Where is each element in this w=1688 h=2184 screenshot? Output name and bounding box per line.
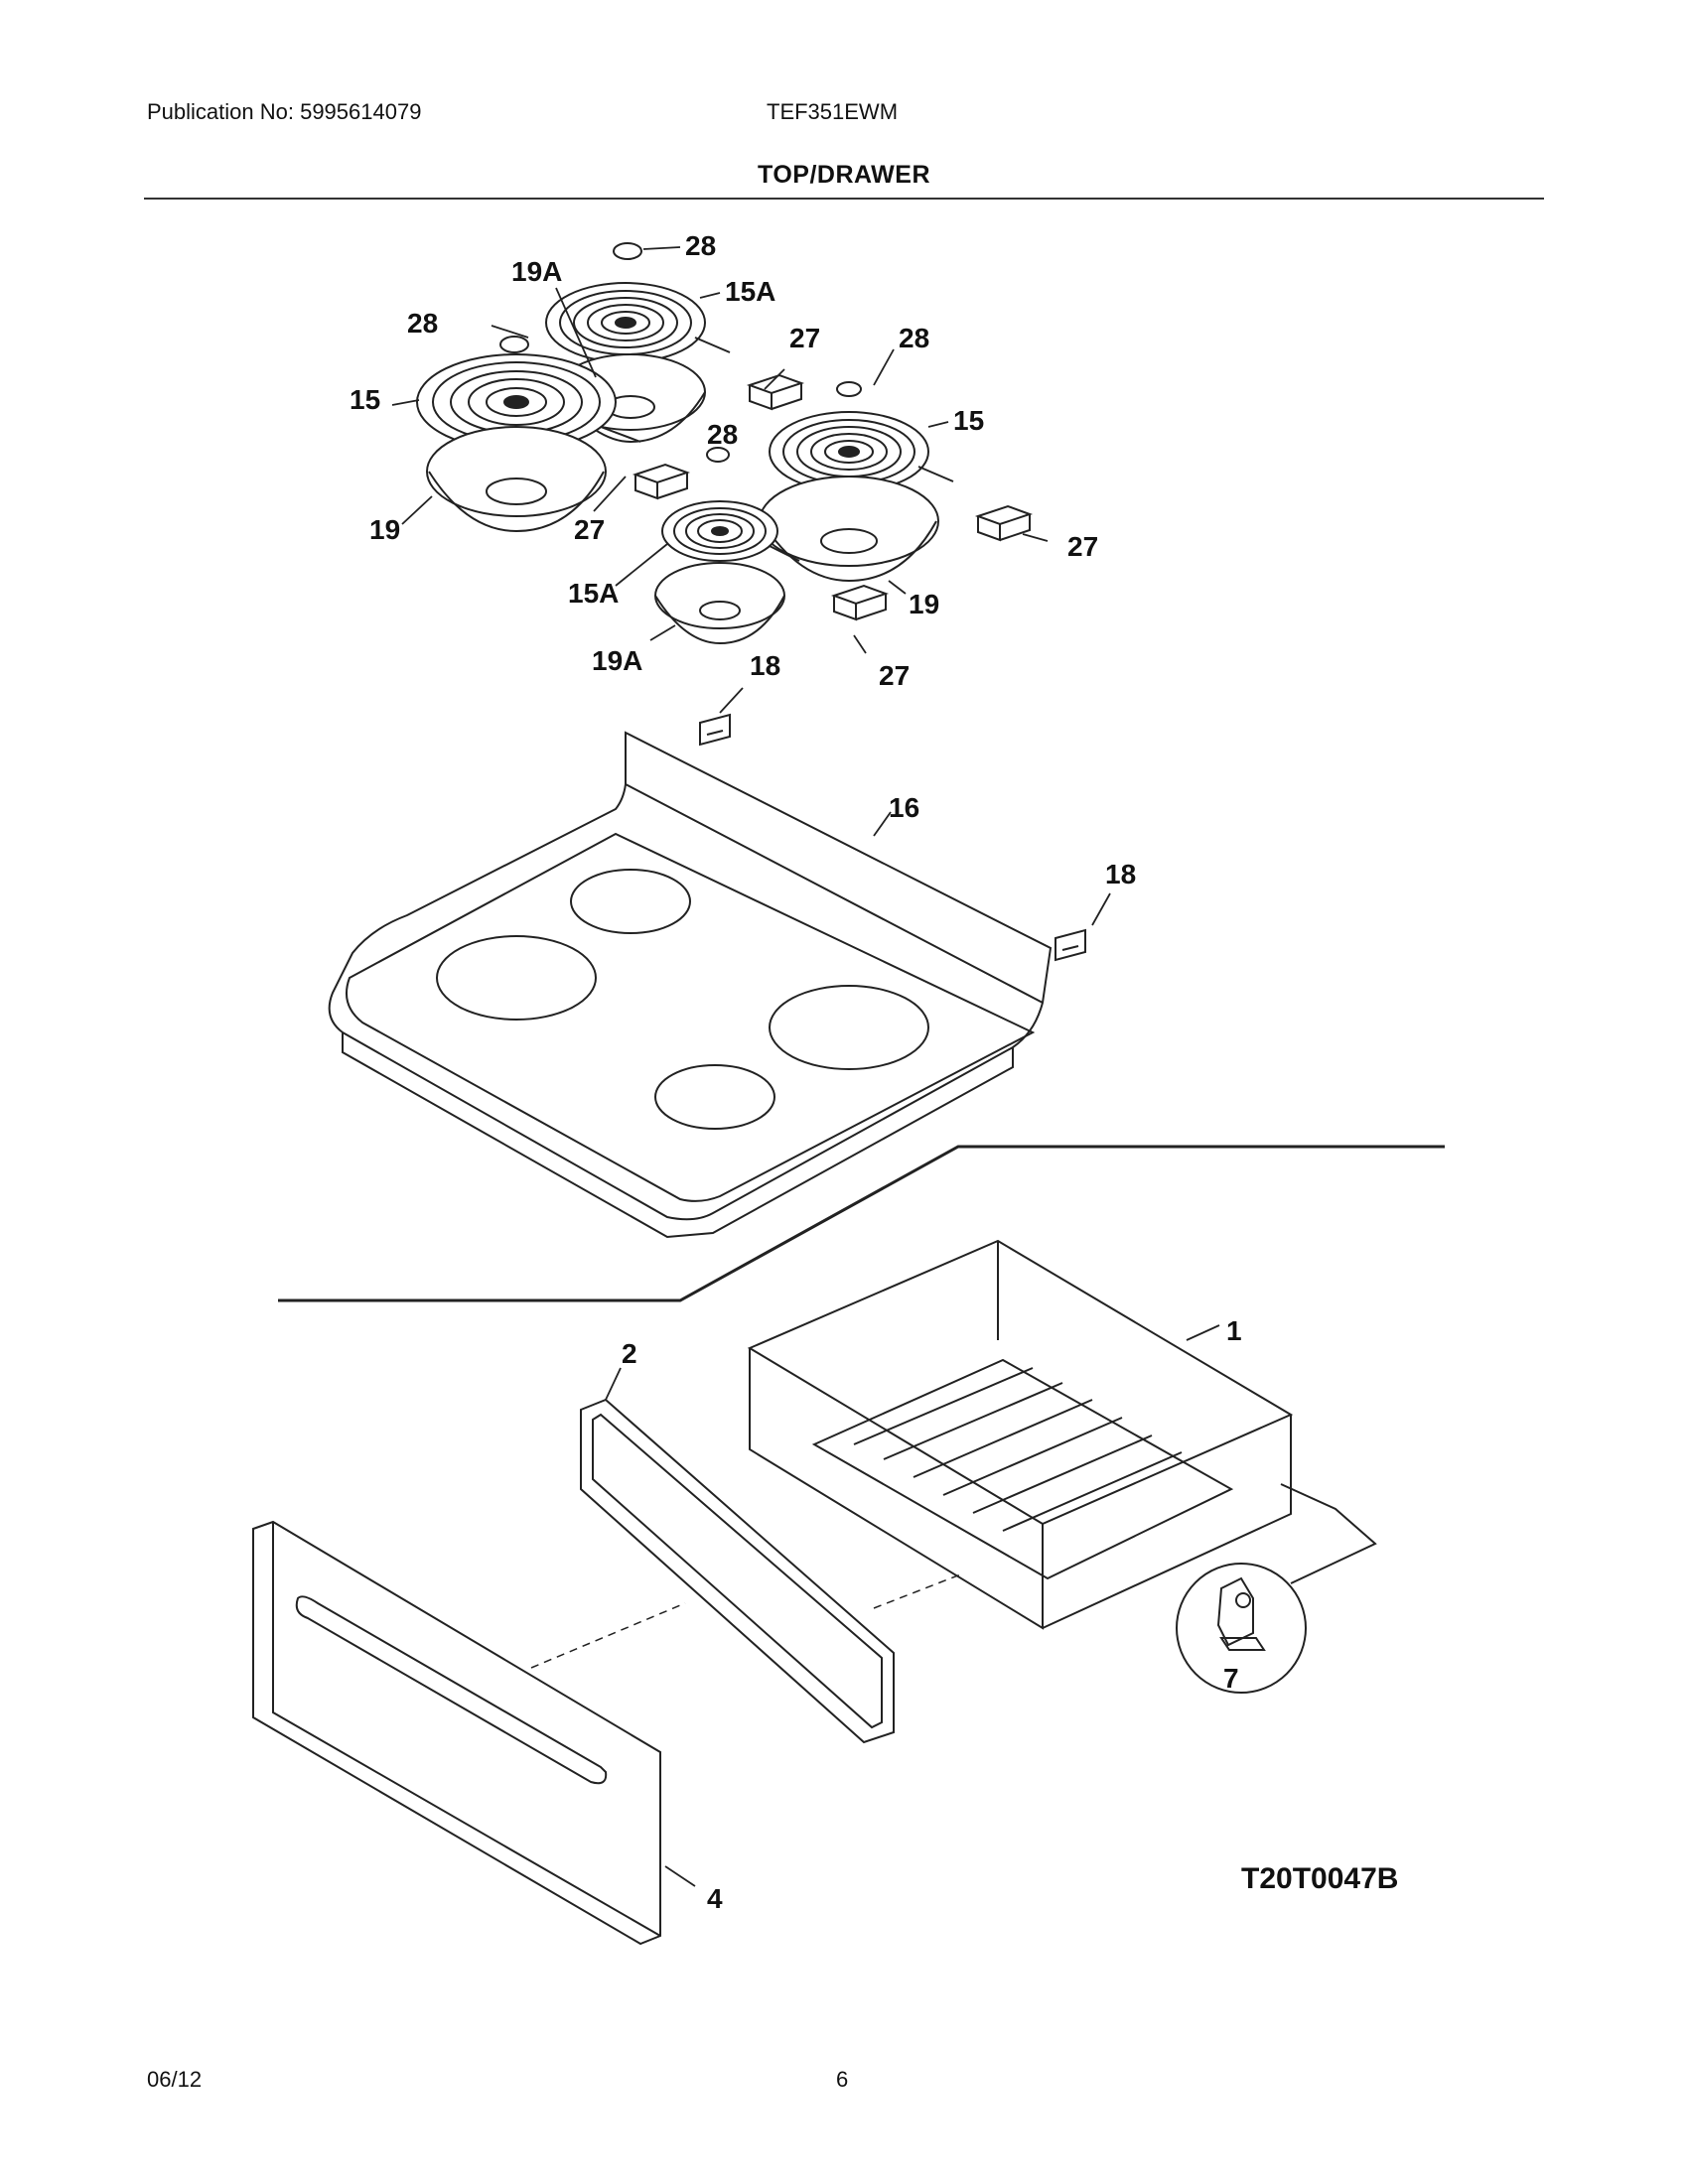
receptacle-27-a: [746, 373, 805, 411]
trim-ring-28-c: [836, 381, 862, 397]
callout-19a: 19A: [592, 645, 642, 676]
callout-28: 28: [685, 230, 716, 261]
main-top-16: [328, 731, 1053, 1239]
drawer-panel-2: [580, 1398, 895, 1744]
drawer-body-1: [747, 1239, 1294, 1630]
callout-27: 27: [879, 660, 910, 691]
alignment-lines: [530, 1572, 964, 1669]
callout-4: 4: [707, 1883, 723, 1914]
receptacle-27-b: [632, 463, 691, 500]
callout-15: 15: [953, 405, 984, 436]
roller-detail-7: [1176, 1483, 1377, 1694]
footer-date: 06/12: [147, 2067, 203, 2092]
drawer-front-4: [252, 1520, 661, 1946]
callout-19a: 19A: [511, 256, 562, 287]
callout-27: 27: [1067, 531, 1098, 562]
bracket-18-right: [1055, 928, 1086, 962]
trim-ring-28-a: [613, 242, 642, 260]
bracket-18-rear: [699, 713, 731, 747]
callout-7: 7: [1223, 1663, 1239, 1694]
publication-number: Publication No: 5995614079: [147, 99, 422, 124]
receptacle-27-c: [974, 504, 1034, 542]
drip-bowl-19-right: [759, 476, 939, 583]
callout-27: 27: [789, 323, 820, 353]
callout-15a: 15A: [568, 578, 619, 609]
surface-element-15a-front: [661, 500, 800, 562]
drip-bowl-19-left: [426, 426, 607, 533]
callout-16: 16: [889, 792, 919, 823]
callout-28: 28: [707, 419, 738, 450]
callout-18: 18: [1105, 859, 1136, 889]
callout-19: 19: [369, 514, 400, 545]
drip-bowl-19a-front: [654, 562, 785, 645]
header-divider: [144, 198, 1544, 200]
callout-18: 18: [750, 650, 780, 681]
callout-15a: 15A: [725, 276, 775, 307]
callout-2: 2: [622, 1338, 637, 1369]
section-title: TOP/DRAWER: [758, 161, 930, 189]
leader-lines: [391, 246, 1220, 1887]
receptacle-27-d: [830, 584, 890, 621]
trim-ring-28-d: [706, 447, 730, 463]
callout-28: 28: [899, 323, 929, 353]
callout-1: 1: [1226, 1315, 1242, 1346]
callout-27: 27: [574, 514, 605, 545]
surface-element-15-left: [416, 353, 641, 451]
callout-19: 19: [909, 589, 939, 619]
model-number: TEF351EWM: [767, 99, 899, 124]
trim-ring-28-b: [499, 336, 529, 353]
section-separator-line: [278, 1145, 1445, 1302]
page-number: 6: [836, 2067, 849, 2092]
callout-15: 15: [350, 384, 380, 415]
callout-labels: 28 19A 15A 28 27 28 15 15 28 19 27 15A 2…: [350, 230, 1398, 1914]
surface-element-15a-rear: [545, 282, 731, 363]
diagram-code: T20T0047B: [1241, 1862, 1398, 1895]
callout-28: 28: [407, 308, 438, 339]
